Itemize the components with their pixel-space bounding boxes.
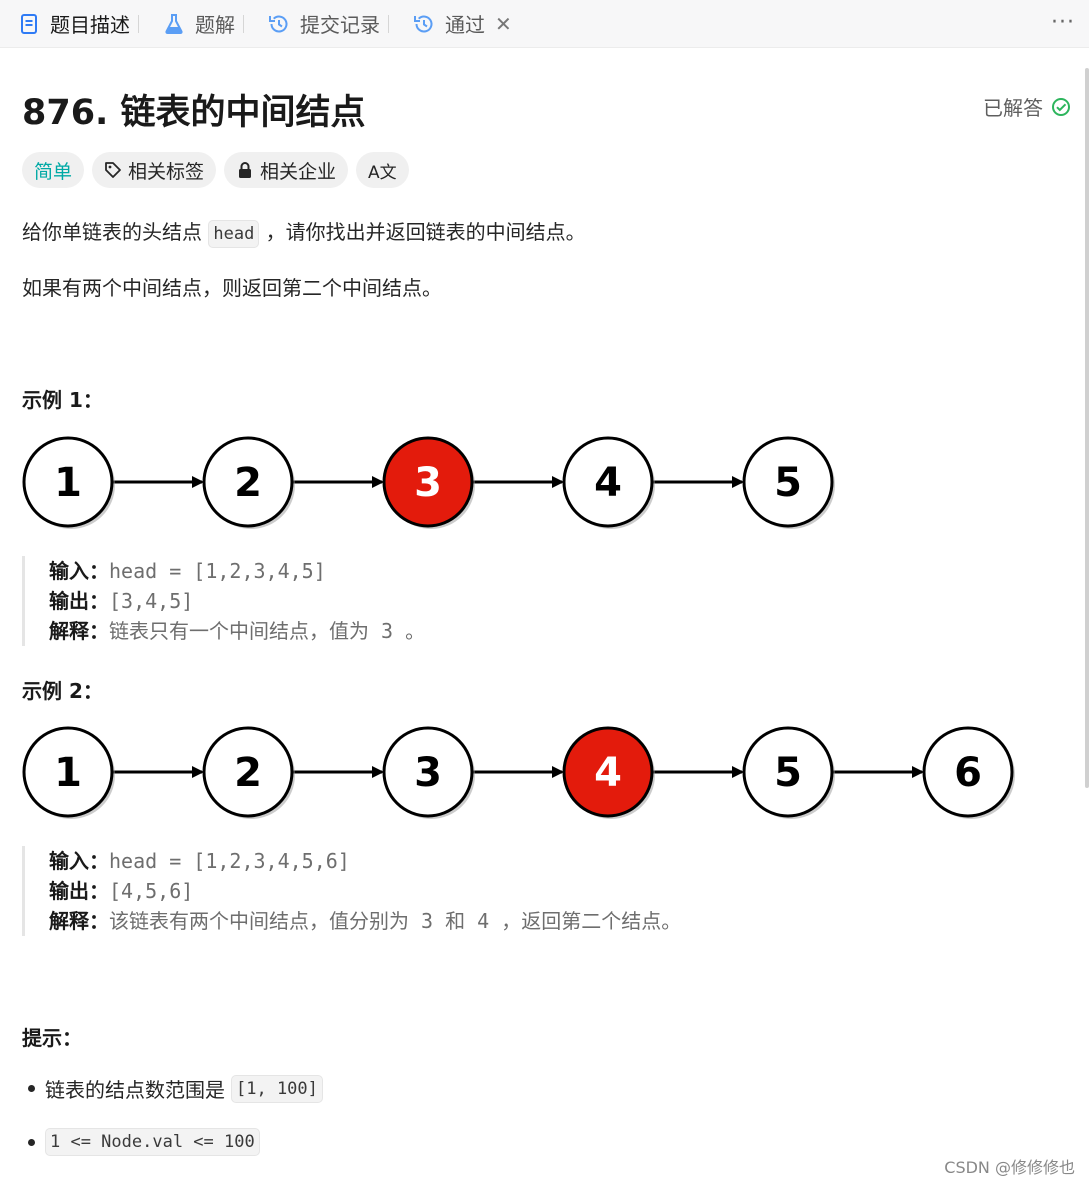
list-node: [742, 436, 834, 528]
related-tags-label: 相关标签: [128, 160, 205, 183]
flask-icon: [163, 13, 185, 35]
node-value: 1: [54, 460, 82, 506]
node-value: 3: [414, 750, 442, 796]
output-value: [4,5,6]: [109, 879, 194, 903]
list-node: [922, 726, 1014, 818]
output-label: 输出：: [49, 879, 109, 903]
list-node: [742, 726, 834, 818]
inline-code: [1, 100]: [231, 1074, 323, 1103]
bullet-dot: [28, 1138, 35, 1146]
translate-icon: A文: [368, 162, 397, 183]
tab-label: 通过: [445, 13, 485, 37]
example-block: 输入：head = [1,2,3,4,5,6] 输出：[4,5,6] 解释：该链…: [22, 846, 681, 936]
linked-list-diagram: 1 2 3 4 5: [22, 436, 835, 529]
list-node: [22, 436, 114, 528]
output-label: 输出：: [49, 589, 109, 613]
description-line-2: 如果有两个中间结点，则返回第二个中间结点。: [22, 276, 442, 300]
tab-divider: [388, 14, 389, 33]
explain-text: ，返回第二个结点。: [501, 909, 682, 933]
explain-text: 。: [405, 619, 426, 643]
explain-text: 链表只有一个中间结点，值为: [109, 619, 369, 643]
history-icon: [413, 13, 435, 35]
tab-description[interactable]: 题目描述: [0, 0, 145, 48]
node-value: 4: [594, 750, 622, 796]
related-tags-button[interactable]: 相关标签: [92, 152, 217, 188]
node-value: 5: [774, 750, 802, 796]
related-companies-label: 相关企业: [260, 160, 337, 183]
description-line-1: 给你单链表的头结点 head ，请你找出并返回链表的中间结点。: [22, 216, 586, 248]
constraint-text: 链表的结点数范围是: [45, 1078, 225, 1102]
desc-text: ，请你找出并返回链表的中间结点。: [265, 220, 586, 244]
tab-label: 提交记录: [300, 13, 380, 37]
inline-code: head: [208, 220, 260, 248]
list-node: [562, 436, 654, 528]
input-value: head = [1,2,3,4,5]: [109, 559, 326, 583]
difficulty-badge[interactable]: 简单: [22, 152, 85, 188]
explain-label: 解释：: [49, 619, 109, 643]
middle-node: [562, 726, 654, 818]
tab-submissions[interactable]: 提交记录: [250, 0, 395, 48]
bullet-dot: [28, 1085, 35, 1092]
tag-row: 简单 相关标签 相关企业 A文: [22, 152, 409, 188]
node-value: 5: [774, 460, 802, 506]
tab-solutions[interactable]: 题解: [145, 0, 250, 48]
scrollbar[interactable]: [1085, 68, 1089, 788]
tab-divider: [138, 14, 139, 33]
check-circle-icon: [1052, 97, 1070, 116]
desc-text: 给你单链表的头结点: [22, 220, 202, 244]
history-icon: [268, 13, 290, 35]
explain-value: 3: [369, 619, 406, 643]
status-badge: 已解答: [983, 92, 1071, 121]
status-label: 已解答: [983, 96, 1043, 120]
node-value: 1: [54, 750, 82, 796]
explain-text: 该链表有两个中间结点，值分别为: [109, 909, 409, 933]
list-node: [382, 726, 474, 818]
node-value: 4: [594, 460, 622, 506]
more-icon[interactable]: ···: [1051, 10, 1075, 35]
constraints-heading: 提示：: [22, 1026, 82, 1050]
lock-icon: [239, 162, 252, 178]
linked-list-diagram: 1 2 3 4 5 6: [22, 726, 1015, 819]
input-label: 输入：: [49, 849, 109, 873]
list-item: 链表的结点数范围是 [1, 100]: [28, 1074, 323, 1103]
list-node: [202, 436, 294, 528]
close-icon[interactable]: ✕: [495, 11, 512, 36]
node-value: 2: [234, 750, 262, 796]
explain-label: 解释：: [49, 909, 109, 933]
translate-button[interactable]: A文: [356, 152, 409, 188]
node-value: 2: [234, 460, 262, 506]
related-companies-button[interactable]: 相关企业: [224, 152, 349, 188]
middle-node: [382, 436, 474, 528]
explain-value: 4: [465, 909, 502, 933]
explain-text: 和: [445, 909, 466, 933]
list-node: [202, 726, 294, 818]
list-node: [22, 726, 114, 818]
tab-bar: 题目描述 题解 提交记录 通过 ✕ ···: [0, 0, 1089, 48]
example-heading: 示例 2：: [22, 679, 103, 703]
node-value: 3: [414, 460, 442, 506]
tab-label: 题解: [195, 13, 235, 37]
input-label: 输入：: [49, 559, 109, 583]
output-value: [3,4,5]: [109, 589, 194, 613]
description-icon: [18, 13, 40, 35]
tab-accepted[interactable]: 通过 ✕: [395, 0, 518, 48]
example-heading: 示例 1：: [22, 388, 103, 412]
tab-label: 题目描述: [50, 13, 130, 37]
tag-icon: [105, 162, 121, 178]
page-title: 876. 链表的中间结点: [22, 93, 366, 133]
example-block: 输入：head = [1,2,3,4,5] 输出：[3,4,5] 解释：链表只有…: [22, 556, 425, 646]
tab-divider: [243, 14, 244, 33]
watermark: CSDN @修修修也: [944, 1158, 1075, 1177]
explain-value: 3: [409, 909, 446, 933]
input-value: head = [1,2,3,4,5,6]: [109, 849, 350, 873]
list-item: 1 <= Node.val <= 100: [28, 1128, 260, 1156]
node-value: 6: [954, 750, 982, 796]
inline-code: 1 <= Node.val <= 100: [45, 1128, 260, 1156]
